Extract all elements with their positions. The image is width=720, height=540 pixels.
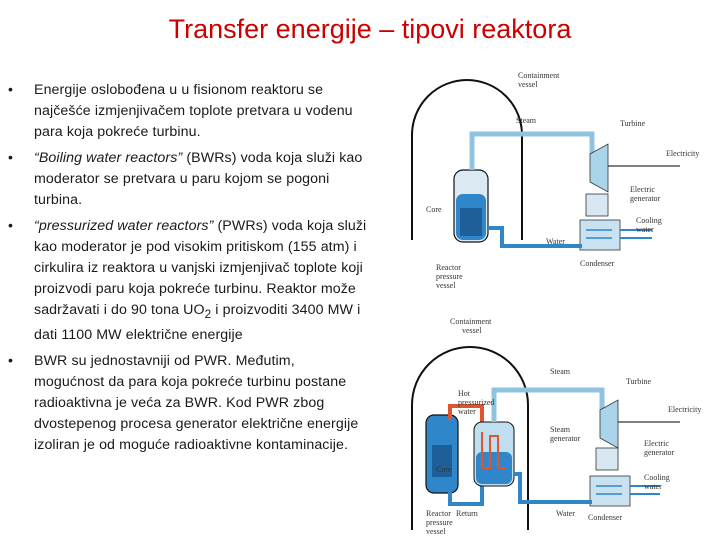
bwr-diagram: Containment vessel Steam Turbine Electri… bbox=[411, 71, 699, 290]
pwr-reactor-label: Reactor bbox=[426, 509, 451, 518]
bullet-text: (PWRs) voda koja služi kao moderator je … bbox=[34, 218, 367, 318]
pwr-steam-label: Steam bbox=[550, 367, 571, 376]
bullet-marker: • bbox=[8, 352, 14, 369]
pwr-water-pipe bbox=[514, 472, 592, 504]
bwr-turbine bbox=[589, 143, 609, 193]
bullet-text: Energije oslobođena u u fisionom reaktor… bbox=[34, 82, 353, 140]
pwr-diagram: Containment vessel Steam Turbine Hot pre… bbox=[411, 317, 701, 536]
svg-text:vessel: vessel bbox=[436, 281, 456, 290]
svg-text:generator: generator bbox=[630, 194, 661, 203]
svg-text:generator: generator bbox=[644, 448, 675, 457]
bwr-turbine-label: Turbine bbox=[620, 119, 645, 128]
svg-text:water: water bbox=[644, 482, 662, 491]
pwr-condenser bbox=[589, 475, 631, 507]
bwr-condenser bbox=[579, 219, 621, 251]
svg-text:water: water bbox=[636, 225, 654, 234]
pwr-return-pipe bbox=[448, 480, 484, 506]
bullet-item: • BWR su jednostavniji od PWR. Međutim, … bbox=[8, 351, 368, 456]
bullet-text: (BWRs) voda koja služi kao moderator se … bbox=[34, 150, 363, 208]
pwr-cooling-label: Cooling bbox=[644, 473, 670, 482]
bwr-containment-vessel bbox=[411, 79, 523, 240]
pwr-steam-pipe bbox=[491, 387, 605, 422]
pwr-generator-label: Electric bbox=[644, 439, 669, 448]
pwr-core bbox=[432, 445, 452, 477]
svg-text:vessel: vessel bbox=[426, 527, 446, 536]
svg-text:pressurized: pressurized bbox=[458, 398, 494, 407]
pwr-return-label: Return bbox=[456, 509, 478, 518]
svg-text:generator: generator bbox=[550, 434, 581, 443]
svg-text:water: water bbox=[458, 407, 476, 416]
pwr-turbine-label: Turbine bbox=[626, 377, 651, 386]
svg-text:vessel: vessel bbox=[462, 326, 482, 335]
svg-text:pressure: pressure bbox=[426, 518, 453, 527]
pwr-cooling-pipe bbox=[630, 485, 660, 495]
bullet-term: “pressurized water reactors” bbox=[34, 218, 214, 234]
svg-text:vessel: vessel bbox=[518, 80, 538, 89]
bwr-electricity-label: Electricity bbox=[666, 149, 699, 158]
pwr-generator bbox=[595, 447, 619, 471]
pwr-water-label: Water bbox=[556, 509, 575, 518]
pwr-core-label: Core bbox=[436, 465, 452, 474]
bullet-marker: • bbox=[8, 218, 14, 234]
slide-title: Transfer energije – tipovi reaktora bbox=[168, 14, 572, 44]
bwr-cooling-pipe bbox=[620, 229, 652, 239]
bullet-list: • Energije oslobođena u u fisionom reakt… bbox=[8, 80, 368, 461]
bullet-text: BWR su jednostavniji od PWR. Međutim, mo… bbox=[34, 352, 359, 453]
bullet-item: • “Boiling water reactors” (BWRs) voda k… bbox=[8, 148, 368, 211]
bwr-steam-label: Steam bbox=[516, 116, 537, 125]
bwr-steam-pipe bbox=[469, 131, 595, 170]
bwr-water-pipe bbox=[488, 226, 582, 248]
pwr-steam-gen-label: Steam bbox=[550, 425, 571, 434]
bullet-text-cont: i proizvoditi 3400 MW i dati 1100 MW ele… bbox=[34, 302, 361, 343]
pwr-containment-label: Containment bbox=[450, 317, 492, 326]
pwr-containment-vessel bbox=[411, 346, 529, 530]
bwr-reactor-label: Reactor bbox=[436, 263, 461, 272]
bwr-cooling-label: Cooling bbox=[636, 216, 662, 225]
bullet-marker: • bbox=[8, 150, 14, 166]
bullet-item: • Energije oslobođena u u fisionom reakt… bbox=[8, 80, 368, 143]
bullet-term: “Boiling water reactors” bbox=[34, 150, 183, 166]
pwr-hot-water-pipe bbox=[448, 404, 484, 430]
bwr-generator-label: Electric bbox=[630, 185, 655, 194]
bwr-condenser-label: Condenser bbox=[580, 259, 615, 268]
pwr-electricity-label: Electricity bbox=[668, 405, 701, 414]
pwr-hot-water-label: Hot bbox=[458, 389, 471, 398]
bwr-core-label: Core bbox=[426, 205, 442, 214]
bullet-item: • “pressurized water reactors” (PWRs) vo… bbox=[8, 216, 368, 346]
bullet-marker: • bbox=[8, 82, 14, 98]
subscript: 2 bbox=[204, 306, 212, 321]
bwr-core bbox=[460, 208, 482, 236]
svg-text:pressure: pressure bbox=[436, 272, 463, 281]
bwr-generator bbox=[585, 193, 609, 217]
reactor-diagrams: Containment vessel Steam Turbine Electri… bbox=[411, 71, 701, 536]
bwr-containment-label: Containment bbox=[518, 71, 560, 80]
bwr-water-label: Water bbox=[546, 237, 565, 246]
pwr-condenser-label: Condenser bbox=[588, 513, 623, 522]
